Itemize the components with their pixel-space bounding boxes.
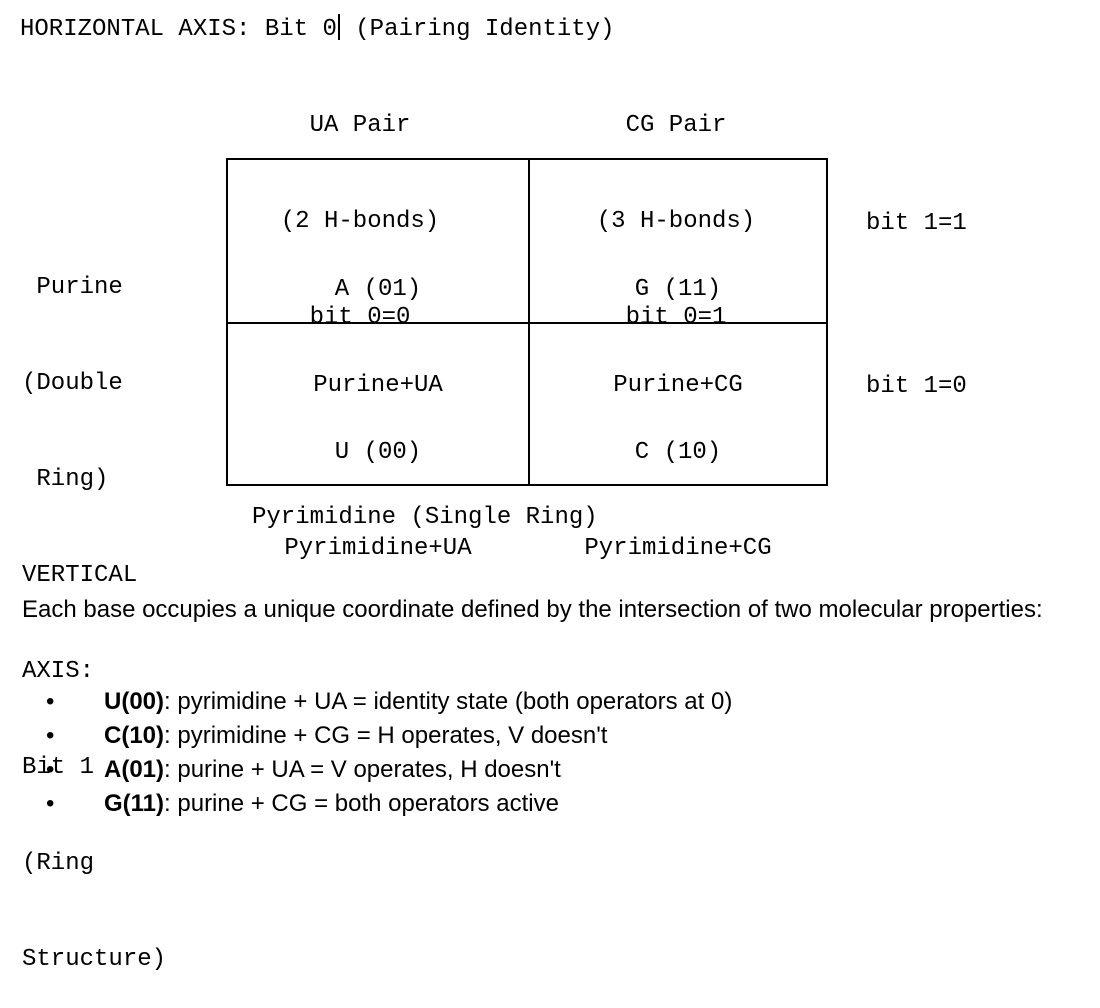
bullet-text: : purine + CG = both operators active (164, 790, 559, 817)
cell-a: A (01) Purine+UA (228, 210, 528, 466)
list-item: • A(01): purine + UA = V operates, H does… (22, 754, 732, 788)
bullet-term: C(10) (104, 722, 165, 749)
cell-g-desc: Purine+CG (613, 372, 743, 399)
ua-hbonds-label: (2 H-bonds) (280, 208, 440, 235)
row-bottom-bit-label: bit 1=0 (866, 373, 967, 400)
horizontal-axis-title: HORIZONTAL AXIS: Bit 0 (Pairing Identity… (20, 14, 615, 46)
bullet-icon: • (46, 688, 55, 715)
list-item: • G(11): purine + CG = both operators act… (22, 788, 732, 822)
column-header-cg: CG Pair (3 H-bonds) bit 0=1 (546, 46, 806, 366)
cg-hbonds-label: (3 H-bonds) (596, 208, 756, 235)
horizontal-axis-subtitle: (Pairing Identity) (340, 16, 615, 43)
vertical-axis-line: Structure) (22, 946, 167, 973)
column-header-ua: UA Pair (2 H-bonds) bit 0=0 (230, 46, 490, 366)
cell-u: U (00) Pyrimidine+UA (228, 373, 528, 629)
row-top-bit-label: bit 1=1 (866, 210, 967, 237)
cell-u-desc: Pyrimidine+UA (284, 535, 472, 562)
bullet-icon: • (46, 790, 55, 817)
vertical-axis-line: Bit 1 (22, 754, 95, 781)
horizontal-axis-label: HORIZONTAL AXIS: Bit 0 (20, 16, 337, 43)
bullet-term: U(00) (104, 688, 165, 715)
cell-a-desc: Purine+UA (313, 372, 443, 399)
vertical-axis-line: VERTICAL (22, 562, 138, 589)
bullet-term: A(01) (104, 756, 165, 783)
list-item: • U(00): pyrimidine + UA = identity state… (22, 686, 732, 720)
ua-bit-label: bit 0=0 (309, 304, 411, 331)
bullet-text: : pyrimidine + UA = identity state (both… (164, 688, 733, 715)
base-grid: A (01) Purine+UA G (11) Purine+CG U (00)… (226, 158, 828, 562)
grid-divider-horizontal (228, 322, 826, 324)
cell-c-desc: Pyrimidine+CG (584, 535, 772, 562)
bullet-term: G(11) (104, 790, 165, 817)
vertical-axis-line: (Double (22, 370, 123, 397)
cell-c-code: C (10) (634, 439, 722, 466)
cg-bit-label: bit 0=1 (625, 304, 727, 331)
bullet-icon: • (46, 756, 55, 783)
vertical-axis-line: (Ring (22, 850, 95, 877)
bottom-axis-label: Pyrimidine (Single Ring) (252, 504, 598, 531)
vertical-axis-line: Ring) (22, 466, 109, 493)
base-bullet-list: • U(00): pyrimidine + UA = identity state… (22, 686, 732, 822)
cell-a-code: A (01) (334, 276, 422, 303)
bullet-icon: • (46, 722, 55, 749)
list-item: • C(10): pyrimidine + CG = H operates, V … (22, 720, 732, 754)
cell-c: C (10) Pyrimidine+CG (528, 373, 828, 629)
cg-pair-label: CG Pair (625, 112, 727, 139)
vertical-axis-line: AXIS: (22, 658, 95, 685)
vertical-axis-line: Purine (22, 274, 123, 301)
ua-pair-label: UA Pair (309, 112, 411, 139)
description-paragraph: Each base occupies a unique coordinate d… (22, 596, 1043, 623)
cell-g: G (11) Purine+CG (528, 210, 828, 466)
cell-g-code: G (11) (634, 276, 722, 303)
text-cursor (337, 14, 340, 40)
bullet-text: : purine + UA = V operates, H doesn't (164, 756, 561, 783)
cell-u-code: U (00) (334, 439, 422, 466)
bullet-text: : pyrimidine + CG = H operates, V doesn'… (164, 722, 608, 749)
